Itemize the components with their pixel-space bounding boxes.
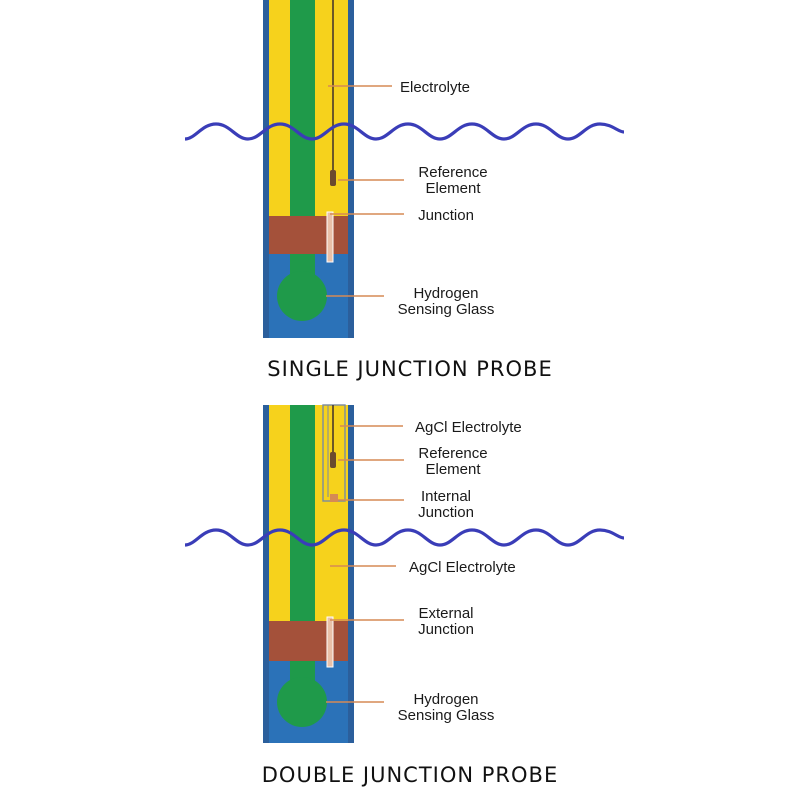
- double-water-line: [184, 528, 625, 547]
- single-label-junction: Junction: [418, 207, 474, 224]
- single-stem-lower: [290, 254, 315, 276]
- double-label-internal-2: Junction: [418, 504, 474, 521]
- double-glass-stem: [290, 405, 315, 621]
- single-label-reference-1: Reference: [418, 164, 487, 181]
- double-label-external-2: Junction: [418, 621, 474, 638]
- single-label-glass-2: Sensing Glass: [398, 301, 495, 318]
- double-reference-element: [330, 452, 336, 468]
- double-label-external-1: External: [418, 605, 473, 622]
- double-label-agcl-top: AgCl Electrolyte: [415, 419, 522, 436]
- single-reference-element: [330, 170, 336, 186]
- double-stem-lower: [290, 661, 315, 681]
- single-label-reference-2: Element: [425, 180, 481, 197]
- single-glass-stem: [290, 0, 315, 216]
- double-label-agcl-mid: AgCl Electrolyte: [409, 559, 516, 576]
- double-label-reference-1: Reference: [418, 445, 487, 462]
- double-label-glass-2: Sensing Glass: [398, 707, 495, 724]
- single-junction-pin: [326, 211, 334, 263]
- single-label-glass-1: Hydrogen: [413, 285, 478, 302]
- single-junction-probe: Electrolyte Reference Element Junction H…: [184, 0, 625, 381]
- single-label-electrolyte: Electrolyte: [400, 79, 470, 96]
- single-sensing-bulb: [277, 271, 327, 321]
- double-internal-junction: [330, 494, 338, 502]
- double-junction-band: [269, 621, 348, 661]
- double-label-reference-2: Element: [425, 461, 481, 478]
- double-probe-title: DOUBLE JUNCTION PROBE: [262, 763, 558, 787]
- double-external-junction-pin: [326, 616, 334, 668]
- single-water-line: [184, 122, 625, 141]
- double-junction-probe: AgCl Electrolyte Reference Element Inter…: [184, 404, 625, 787]
- single-probe-title: SINGLE JUNCTION PROBE: [267, 357, 552, 381]
- double-label-internal-1: Internal: [421, 488, 471, 505]
- double-label-glass-1: Hydrogen: [413, 691, 478, 708]
- single-junction-band: [269, 216, 348, 254]
- double-sensing-bulb: [277, 677, 327, 727]
